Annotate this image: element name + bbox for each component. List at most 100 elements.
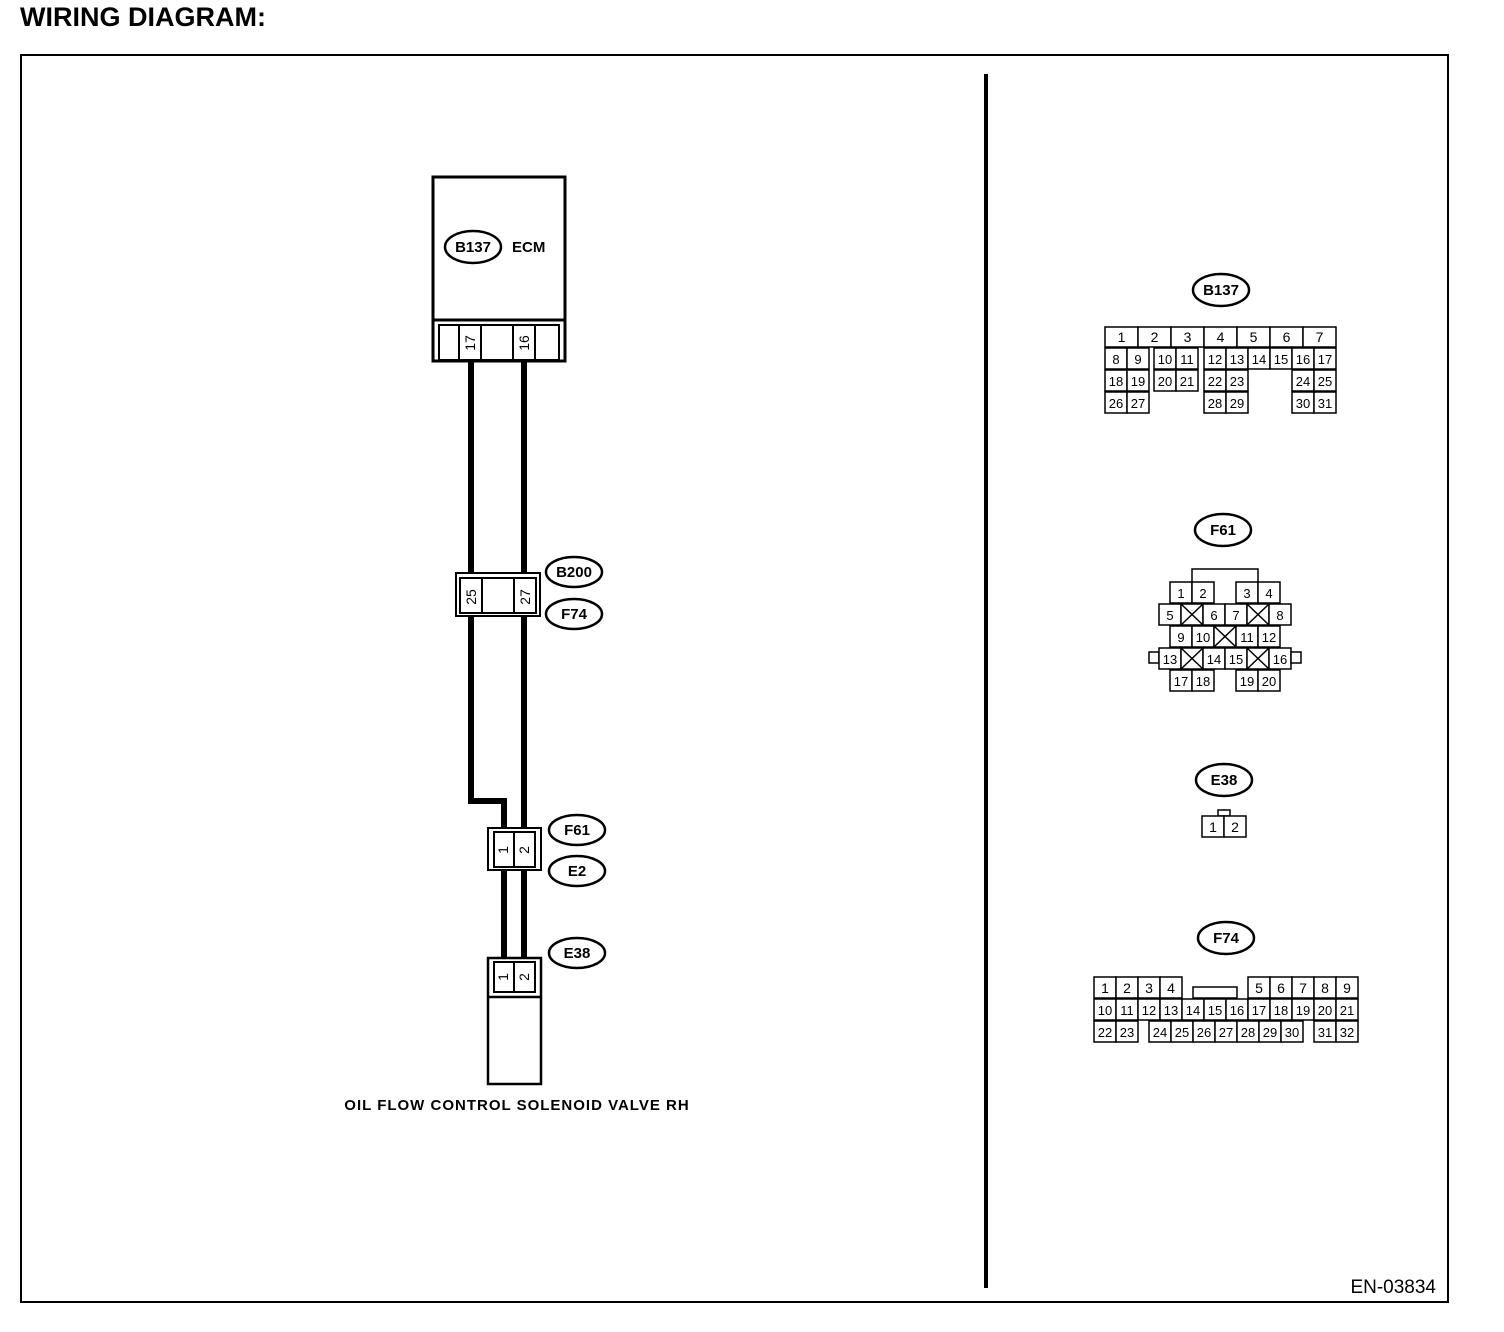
page-title: WIRING DIAGRAM: bbox=[20, 2, 266, 32]
f74-pin-8: 8 bbox=[1321, 980, 1329, 996]
e38-face-label: E38 bbox=[1211, 772, 1238, 789]
b137-pin-13: 13 bbox=[1230, 352, 1244, 367]
f74-face-label: F74 bbox=[1213, 930, 1240, 947]
f61-pin-11: 11 bbox=[1240, 630, 1254, 645]
b137-face-label: B137 bbox=[1203, 282, 1239, 299]
b137-pin-26: 26 bbox=[1109, 396, 1123, 411]
b137-pin-22: 22 bbox=[1208, 374, 1222, 389]
b137-pin-28: 28 bbox=[1208, 396, 1222, 411]
f74-pin-4: 4 bbox=[1167, 980, 1175, 996]
f74-label: F74 bbox=[561, 606, 588, 623]
b137-pin-23: 23 bbox=[1230, 374, 1244, 389]
b137-pin-19: 19 bbox=[1131, 374, 1145, 389]
figure-code: EN-03834 bbox=[1350, 1277, 1436, 1298]
b137-pin-3: 3 bbox=[1184, 329, 1192, 345]
harness-wires bbox=[468, 361, 527, 962]
f61-pin-1: 1 bbox=[1177, 586, 1184, 601]
f74-pin-7: 7 bbox=[1299, 980, 1307, 996]
b137-pin-31: 31 bbox=[1318, 396, 1332, 411]
b137-pin-5: 5 bbox=[1250, 329, 1258, 345]
b137-pin-8: 8 bbox=[1112, 352, 1119, 367]
f74-pin-1: 1 bbox=[1101, 980, 1109, 996]
f74-pin-3: 3 bbox=[1145, 980, 1153, 996]
b137-pin-27: 27 bbox=[1131, 396, 1145, 411]
ecm-connector-oval bbox=[443, 229, 503, 265]
f61-pin-12: 12 bbox=[1262, 630, 1276, 645]
e38-label: E38 bbox=[564, 945, 591, 962]
f61-pin-20: 20 bbox=[1262, 674, 1276, 689]
valve-caption: OIL FLOW CONTROL SOLENOID VALVE RH bbox=[344, 1097, 689, 1114]
f74-pin-16: 16 bbox=[1230, 1003, 1244, 1018]
joint-pin-25: 25 bbox=[463, 589, 479, 605]
f74-pin-30: 30 bbox=[1285, 1025, 1299, 1040]
f61-pin-2: 2 bbox=[1199, 586, 1206, 601]
b137-pin-25: 25 bbox=[1318, 374, 1332, 389]
f74-pin-19: 19 bbox=[1296, 1003, 1310, 1018]
f74-pin-11: 11 bbox=[1120, 1003, 1134, 1018]
f61-pin-3: 3 bbox=[1243, 586, 1250, 601]
ecm-unit: B137 ECM 17 16 bbox=[431, 175, 567, 363]
ecm-pin-17: 17 bbox=[462, 335, 478, 351]
f74-pin-12: 12 bbox=[1142, 1003, 1156, 1018]
f61-pin-5: 5 bbox=[1166, 608, 1173, 623]
f74-pin-31: 31 bbox=[1318, 1025, 1332, 1040]
ecm-pin-16: 16 bbox=[516, 335, 532, 351]
f61-pin-10: 10 bbox=[1196, 630, 1210, 645]
b137-pin-4: 4 bbox=[1217, 329, 1225, 345]
b137-pin-9: 9 bbox=[1134, 352, 1141, 367]
joint-pin-27: 27 bbox=[517, 589, 533, 605]
f74-pin-23: 23 bbox=[1120, 1025, 1134, 1040]
f61-pin-14: 14 bbox=[1207, 652, 1221, 667]
f61-pin-18: 18 bbox=[1196, 674, 1210, 689]
f74-pin-27: 27 bbox=[1219, 1025, 1233, 1040]
b137-pin-12: 12 bbox=[1208, 352, 1222, 367]
e2-label: E2 bbox=[568, 863, 586, 880]
f74-pin-26: 26 bbox=[1197, 1025, 1211, 1040]
f74-pin-17: 17 bbox=[1252, 1003, 1266, 1018]
ecm-connector-label: B137 bbox=[455, 239, 491, 256]
f61-label: F61 bbox=[564, 822, 590, 839]
b137-pin-16: 16 bbox=[1296, 352, 1310, 367]
valve-connector-f61-e2: 1 2 F61 E2 bbox=[487, 813, 607, 888]
b137-pin-21: 21 bbox=[1180, 374, 1194, 389]
b137-pin-30: 30 bbox=[1296, 396, 1310, 411]
b137-pin-1: 1 bbox=[1118, 329, 1126, 345]
f74-pin-6: 6 bbox=[1277, 980, 1285, 996]
f74-pin-15: 15 bbox=[1208, 1003, 1222, 1018]
f74-pin-21: 21 bbox=[1340, 1003, 1354, 1018]
f61-pin-15: 15 bbox=[1229, 652, 1243, 667]
b137-pin-6: 6 bbox=[1283, 329, 1291, 345]
b137-pin-24: 24 bbox=[1296, 374, 1310, 389]
f74-pin-32: 32 bbox=[1340, 1025, 1354, 1040]
e38-pin-1: 1 bbox=[495, 973, 511, 981]
wire-f74-25 bbox=[468, 614, 507, 832]
f74-pin-2: 2 bbox=[1123, 980, 1131, 996]
b137-pin-20: 20 bbox=[1158, 374, 1172, 389]
f61-pin-7: 7 bbox=[1232, 608, 1239, 623]
f74-pin-29: 29 bbox=[1263, 1025, 1277, 1040]
e38-pin-1: 1 bbox=[1209, 819, 1217, 835]
f61-face-label: F61 bbox=[1210, 522, 1236, 539]
b137-pin-15: 15 bbox=[1274, 352, 1288, 367]
f74-pin-9: 9 bbox=[1343, 980, 1351, 996]
f61-pin-6: 6 bbox=[1210, 608, 1217, 623]
f74-pin-28: 28 bbox=[1241, 1025, 1255, 1040]
diagram-frame bbox=[20, 54, 1449, 1303]
f74-pin-10: 10 bbox=[1098, 1003, 1112, 1018]
f61-pin-2: 2 bbox=[516, 846, 532, 854]
f61-pin-4: 4 bbox=[1265, 586, 1272, 601]
f74-pin-24: 24 bbox=[1153, 1025, 1167, 1040]
b200-label: B200 bbox=[556, 564, 592, 581]
b137-pin-11: 11 bbox=[1180, 352, 1194, 367]
e38-pin-2: 2 bbox=[1231, 819, 1239, 835]
solenoid-valve: 1 2 E38 bbox=[486, 936, 607, 1086]
f61-pin-13: 13 bbox=[1163, 652, 1177, 667]
f61-pin-9: 9 bbox=[1177, 630, 1184, 645]
ecm-label: ECM bbox=[512, 239, 545, 256]
f61-pin-1: 1 bbox=[495, 846, 511, 854]
joint-connector-b200-f74: 25 27 B200 F74 bbox=[455, 555, 604, 631]
f74-pin-5: 5 bbox=[1255, 980, 1263, 996]
f61-pin-16: 16 bbox=[1273, 652, 1287, 667]
